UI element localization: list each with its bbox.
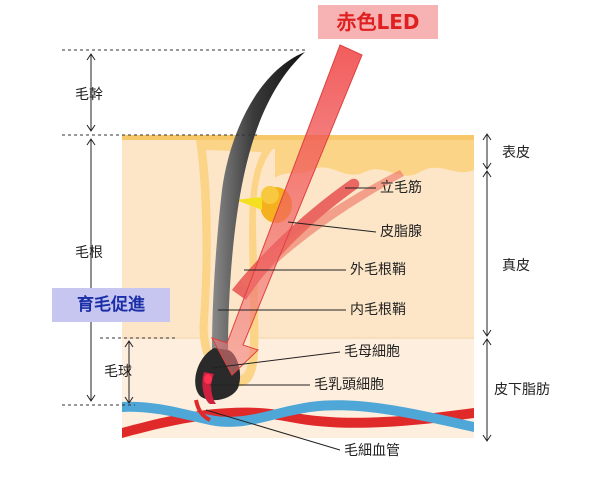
red-led-badge: 赤色LED <box>318 5 438 39</box>
level-guides <box>62 49 305 406</box>
label-hair-shaft: 毛幹 <box>75 87 103 103</box>
label-sebaceous-gland: 皮脂腺 <box>380 224 422 240</box>
label-hair-bulb: 毛球 <box>104 364 132 380</box>
label-hair-root: 毛根 <box>75 245 103 261</box>
label-capillary: 毛細血管 <box>344 443 400 459</box>
sebaceous-duct <box>236 197 262 210</box>
sebaceous-gland-lobe <box>261 186 279 204</box>
vein <box>122 400 474 432</box>
hair-growth-promotion-badge: 育毛促進 <box>52 288 170 322</box>
label-arrector-pili: 立毛筋 <box>380 180 422 196</box>
layer-depth-arrows <box>482 133 492 442</box>
capillary-branch <box>194 399 211 422</box>
label-outer-root-sheath: 外毛根鞘 <box>350 262 406 278</box>
label-inner-root-sheath: 内毛根鞘 <box>350 302 406 318</box>
label-dermis: 真皮 <box>502 258 530 274</box>
arrow-up-down-icon <box>86 53 134 404</box>
label-dermal-papilla-cell: 毛乳頭細胞 <box>314 377 384 393</box>
hair-shaft <box>212 52 305 352</box>
leader-lines <box>205 187 377 451</box>
epidermis-top <box>122 135 474 140</box>
label-hair-matrix-cell: 毛母細胞 <box>344 344 400 360</box>
led-beam-arrow-icon <box>210 44 363 376</box>
label-epidermis: 表皮 <box>502 145 530 161</box>
dermal-papilla-core <box>204 374 212 384</box>
label-subcutaneous-fat: 皮下脂肪 <box>494 382 550 398</box>
